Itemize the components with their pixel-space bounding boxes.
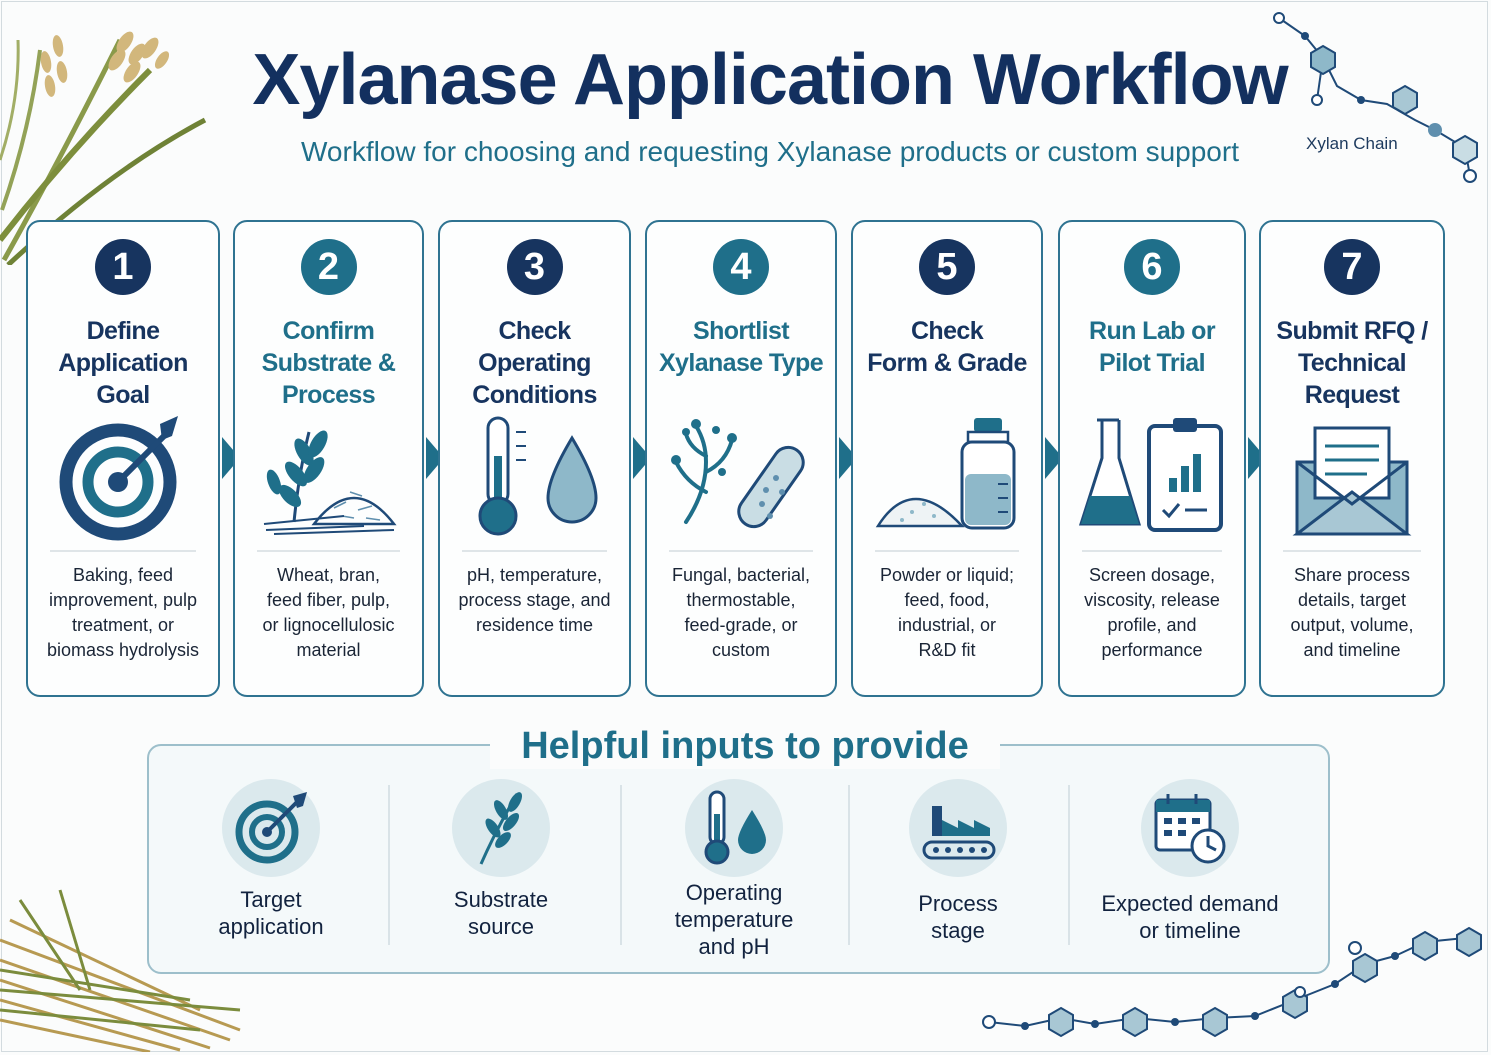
step-number: 3 xyxy=(506,239,563,295)
page-title: Xylanase Application Workflow xyxy=(252,40,1288,120)
step-number: 4 xyxy=(713,239,769,295)
thermometer-drop-icon xyxy=(685,779,783,877)
step-description: Powder or liquid; feed, food, industrial… xyxy=(879,565,1015,660)
step-title: Confirm Substrate & Process xyxy=(261,317,396,409)
input-divider xyxy=(1068,785,1070,945)
step-number: 1 xyxy=(95,239,151,295)
step-card-check-form: 5 Check Form & Grade Powder or liquid; f… xyxy=(851,220,1043,697)
input-divider xyxy=(848,785,850,945)
step-number: 6 xyxy=(1124,239,1180,295)
step-divider xyxy=(1283,550,1421,552)
step-divider xyxy=(257,550,400,552)
powder-bottle-icon xyxy=(875,418,1016,530)
step-card-define-goal: 1 Define Application Goal Baking, feed i… xyxy=(26,220,220,697)
input-label: Expected demand or timeline xyxy=(1101,891,1279,943)
step-description: Baking, feed improvement, pulp treatment… xyxy=(46,565,200,660)
step-title: Check Operating Conditions xyxy=(472,317,597,409)
molecule-chain-icon xyxy=(1273,12,1478,183)
step-card-confirm-substrate: 2 Confirm Substrate & Process Wheat, bra… xyxy=(233,220,424,697)
step-title: Define Application Goal xyxy=(58,317,188,409)
flask-clipboard-icon xyxy=(1078,418,1223,532)
step-card-check-conditions: 3 Check Operating Conditions pH, tempera… xyxy=(438,220,631,697)
thermometer-ph-icon xyxy=(478,416,598,536)
calendar-clock-icon xyxy=(1141,779,1239,877)
step-number: 5 xyxy=(919,239,975,295)
page-subtitle: Workflow for choosing and requesting Xyl… xyxy=(301,136,1239,167)
step-title: Check Form & Grade xyxy=(867,317,1027,377)
input-item-expected-demand: Expected demand or timeline xyxy=(1080,775,1300,970)
step-title: Run Lab or Pilot Trial xyxy=(1089,317,1216,377)
step-description: Screen dosage, viscosity, release profil… xyxy=(1084,565,1220,660)
step-divider xyxy=(875,550,1019,552)
input-item-process-stage: Process stage xyxy=(858,775,1058,970)
step-description: Share process details, target output, vo… xyxy=(1290,565,1414,660)
input-item-substrate-source: Substrate source xyxy=(400,775,602,970)
input-divider xyxy=(388,785,390,945)
fungus-bacteria-icon xyxy=(671,419,805,529)
step-card-run-trial: 6 Run Lab or Pilot Trial Screen dosage, … xyxy=(1058,220,1246,697)
input-item-operating-conditions: Operating temperature and pH xyxy=(632,775,836,970)
input-label: Operating temperature and pH xyxy=(674,880,794,959)
straw-decoration-icon xyxy=(0,889,241,1052)
step-card-submit-rfq: 7 Submit RFQ / Technical Request Share p… xyxy=(1259,220,1445,697)
input-item-target-application: Target application xyxy=(170,775,372,970)
step-divider xyxy=(669,550,813,552)
target-icon xyxy=(59,416,178,541)
molecule-chain-bottom-icon xyxy=(982,926,1482,1038)
input-label: Target application xyxy=(218,887,324,939)
step-description: Wheat, bran, feed fiber, pulp, or lignoc… xyxy=(262,565,395,660)
input-divider xyxy=(620,785,622,945)
step-number: 2 xyxy=(300,239,357,295)
factory-conveyor-icon xyxy=(909,779,1007,877)
envelope-icon xyxy=(1292,426,1412,536)
step-divider xyxy=(462,550,607,552)
helpful-inputs-title: Helpful inputs to provide xyxy=(490,723,1000,769)
step-title: Submit RFQ / Technical Request xyxy=(1276,317,1428,409)
step-description: Fungal, bacterial, thermostable, feed-gr… xyxy=(671,565,811,660)
step-number: 7 xyxy=(1324,239,1380,295)
step-description: pH, temperature, process stage, and resi… xyxy=(458,565,611,635)
decoration-label: Xylan Chain xyxy=(1306,134,1398,153)
leaf-icon xyxy=(452,779,550,877)
target-icon xyxy=(222,779,320,877)
input-label: Substrate source xyxy=(453,887,549,939)
step-divider xyxy=(50,550,196,552)
input-label: Process stage xyxy=(918,891,998,943)
step-divider xyxy=(1082,550,1222,552)
step-title: Shortlist Xylanase Type xyxy=(658,317,824,377)
plant-substrate-icon xyxy=(263,430,397,535)
step-card-shortlist-type: 4 Shortlist Xylanase Type Fungal, bacter… xyxy=(645,220,837,697)
